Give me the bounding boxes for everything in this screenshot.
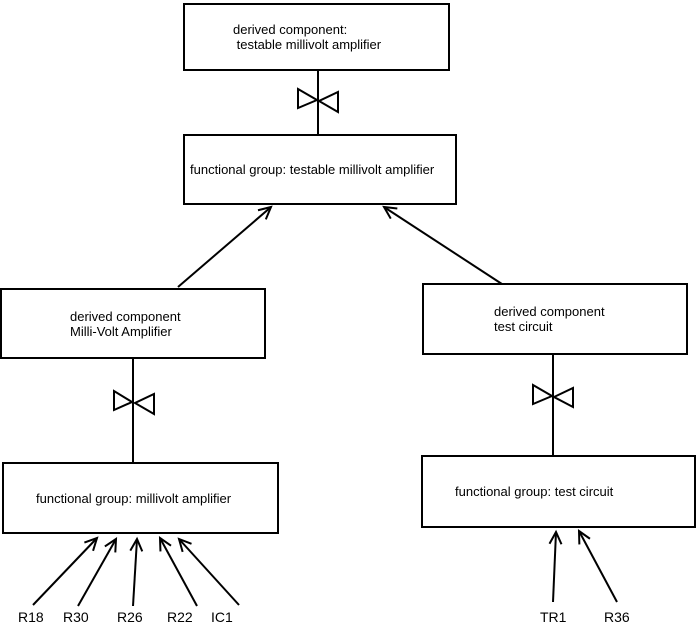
node-label: functional group: millivolt amplifier <box>36 490 232 506</box>
node-label-line2: Milli-Volt Amplifier <box>70 323 172 339</box>
leaf-label-R18: R18 <box>18 609 44 625</box>
node-functional-group-test-circuit: functional group: test circuit <box>421 455 696 528</box>
node-functional-group-testable-millivolt-amplifier: functional group: testable millivolt amp… <box>183 134 457 205</box>
arrow-TR1 <box>548 529 563 603</box>
arrow-left-derived-to-top-functional <box>177 205 273 288</box>
bowtie-icon <box>532 383 555 406</box>
node-label-line1: derived component <box>70 308 181 324</box>
node-label-line2: test circuit <box>494 319 553 334</box>
connector-top-bowtie <box>297 71 339 134</box>
node-label-line1: derived component <box>494 304 605 319</box>
connector-right-bowtie <box>532 354 574 455</box>
node-label-line1: derived component: <box>233 22 348 37</box>
node-derived-test-circuit: derived component test circuit <box>422 283 688 355</box>
arrow-R18 <box>32 536 99 606</box>
arrow-right-derived-to-top-functional <box>382 205 506 287</box>
bowtie-icon <box>113 389 135 412</box>
leaf-label-IC1: IC1 <box>211 609 233 625</box>
leaf-label-R30: R30 <box>63 609 89 625</box>
arrow-R30 <box>77 537 118 607</box>
node-label: functional group: test circuit <box>455 484 614 499</box>
node-functional-group-millivolt-amplifier: functional group: millivolt amplifier <box>2 462 279 534</box>
bowtie-icon <box>551 386 574 409</box>
bowtie-icon <box>297 87 320 110</box>
node-label: functional group: testable millivolt amp… <box>190 162 435 177</box>
bowtie-icon <box>316 90 339 114</box>
arrow-R36 <box>577 529 618 603</box>
bowtie-icon <box>132 392 155 416</box>
node-derived-milli-volt-amplifier: derived component Milli-Volt Amplifier <box>0 288 266 359</box>
leaf-label-R22: R22 <box>167 609 193 625</box>
leaf-label-TR1: TR1 <box>540 609 567 625</box>
arrow-R22 <box>158 536 198 607</box>
leaf-label-R36: R36 <box>604 609 630 625</box>
arrow-IC1 <box>177 537 240 606</box>
node-label-line2: testable millivolt amplifier <box>233 37 382 52</box>
leaf-label-R26: R26 <box>117 609 143 625</box>
arrow-R26 <box>129 536 144 607</box>
node-derived-testable-millivolt-amplifier: derived component: testable millivolt am… <box>183 3 450 71</box>
connector-left-bowtie <box>113 358 155 462</box>
